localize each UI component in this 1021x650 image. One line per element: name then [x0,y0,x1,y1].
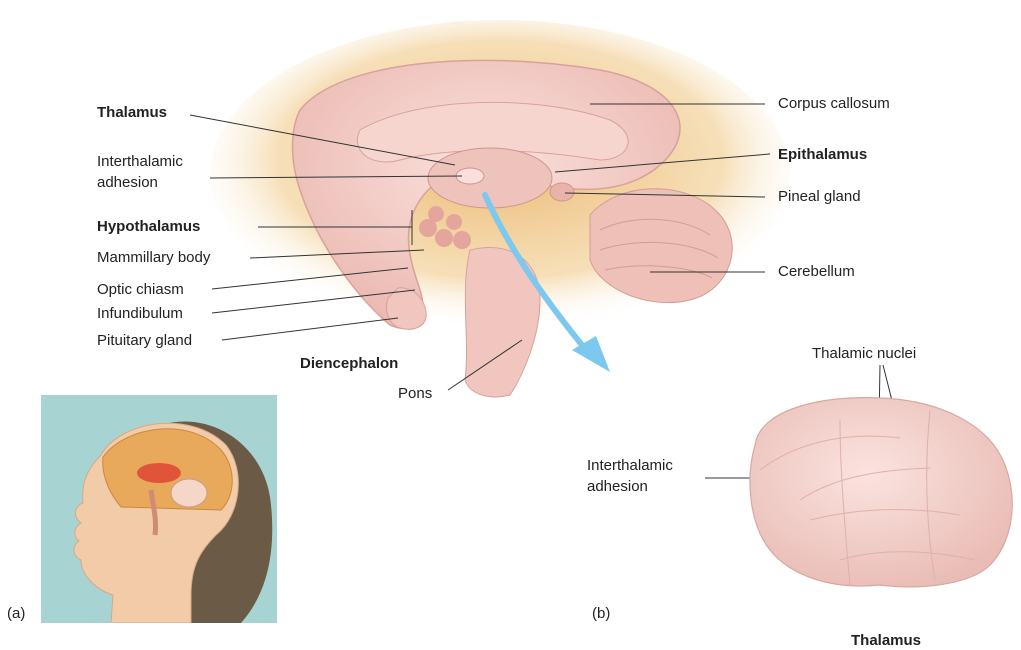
label-optic-chiasm: Optic chiasm [97,281,184,299]
label-panel-b: (b) [592,605,610,623]
label-interthalamic-adhesion-right: Interthalamic adhesion [587,455,673,497]
label-thalamus: Thalamus [97,104,167,122]
pineal-shape [550,183,574,201]
label-infundibulum: Infundibulum [97,305,183,323]
label-mammillary-body: Mammillary body [97,249,210,267]
label-corpus-callosum: Corpus callosum [778,95,890,113]
label-diencephalon: Diencephalon [300,355,398,373]
label-thalamic-nuclei: Thalamic nuclei [812,345,916,363]
panel-a-illustration [41,395,277,623]
label-pons: Pons [398,385,432,403]
label-epithalamus: Epithalamus [778,146,867,164]
label-pituitary-gland: Pituitary gland [97,332,192,350]
label-hypothalamus: Hypothalamus [97,218,200,236]
label-interthalamic-adhesion-left: Interthalamic adhesion [97,151,183,193]
cerebellum-shape [590,189,732,303]
label-thalamus-caption: Thalamus [851,632,921,650]
thalamus-detail [750,398,1012,587]
label-pineal-gland: Pineal gland [778,188,861,206]
label-cerebellum: Cerebellum [778,263,855,281]
label-panel-a: (a) [7,605,25,623]
